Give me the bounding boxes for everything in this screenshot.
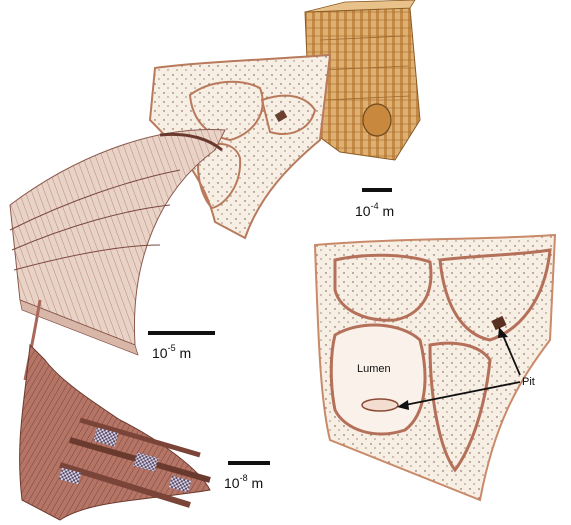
cell-detail-illustration — [315, 235, 555, 500]
lumen-label: Lumen — [357, 363, 391, 375]
scale-label-fibrils: 10-8 m — [224, 473, 263, 491]
scale-label-wall: 10-5 m — [152, 343, 191, 361]
cell-wall-layers-illustration — [10, 130, 225, 355]
pit-label: Pit — [522, 376, 535, 388]
scale-label-block: 10-4 m — [355, 201, 394, 219]
